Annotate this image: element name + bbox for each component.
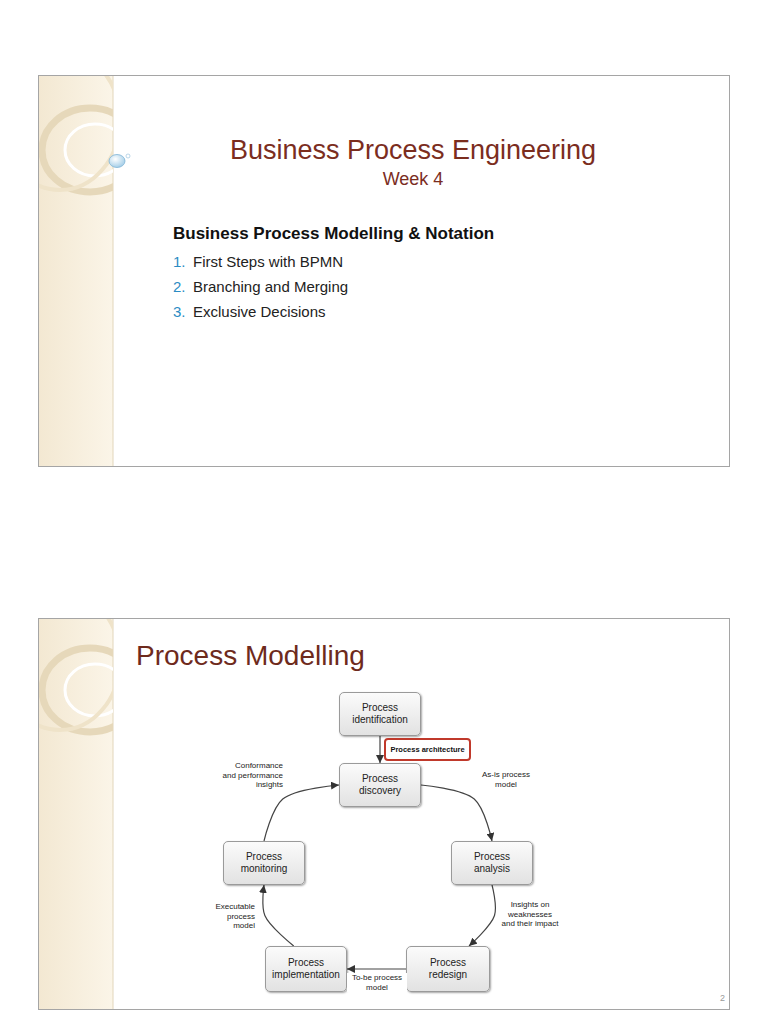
list-number: 1.: [173, 253, 193, 271]
box-label: Process implementation: [271, 957, 341, 981]
section-heading: Business Process Modelling & Notation: [173, 224, 673, 244]
edge-label: Executable process model: [206, 902, 256, 931]
flow-arrow: [263, 885, 294, 946]
highlight-box: Process architecture: [384, 738, 471, 761]
box-label: Process redesign: [412, 957, 484, 981]
flow-arrow: [264, 785, 339, 841]
bubble: [109, 154, 130, 168]
process-box: Process discovery: [339, 763, 421, 807]
list-item: Exclusive Decisions: [193, 303, 593, 321]
process-box: Process monitoring: [223, 841, 305, 885]
list-number: 2.: [173, 278, 193, 296]
flow-arrow: [347, 968, 406, 969]
process-box: Process redesign: [406, 946, 490, 992]
box-label: Process discovery: [345, 773, 415, 797]
edge-label: As-is process model: [478, 770, 534, 789]
side-band: [0, 50, 138, 1009]
box-label: Process architecture: [390, 745, 464, 754]
list-number: 3.: [173, 303, 193, 321]
list-item: First Steps with BPMN: [193, 253, 593, 271]
list-item: Branching and Merging: [193, 278, 593, 296]
process-box: Process analysis: [451, 841, 533, 885]
flow-arrow: [421, 785, 492, 841]
edge-label: Conformance and performance insights: [220, 761, 284, 790]
flow-arrow: [379, 736, 380, 763]
box-label: Process analysis: [457, 851, 527, 875]
slide-frame: Business Process EngineeringWeek 4 Busine…: [38, 75, 730, 467]
slide-frame: Process Modelling 2 Process identification…: [38, 618, 730, 1010]
box-label: Process identification: [345, 702, 415, 726]
edge-label: To-be process model: [347, 973, 407, 992]
edge-label: Insights on weaknesses and their impact: [500, 900, 560, 929]
box-label: Process monitoring: [229, 851, 299, 875]
process-box: Process implementation: [265, 946, 347, 992]
flow-arrow: [469, 885, 495, 946]
slide-subtitle: Week 4: [159, 169, 667, 191]
process-box: Process identification: [339, 692, 421, 736]
slide-title: Business Process Engineering: [159, 134, 667, 166]
page-number: 2: [711, 993, 725, 1004]
slide-title: Process Modelling: [136, 639, 636, 673]
